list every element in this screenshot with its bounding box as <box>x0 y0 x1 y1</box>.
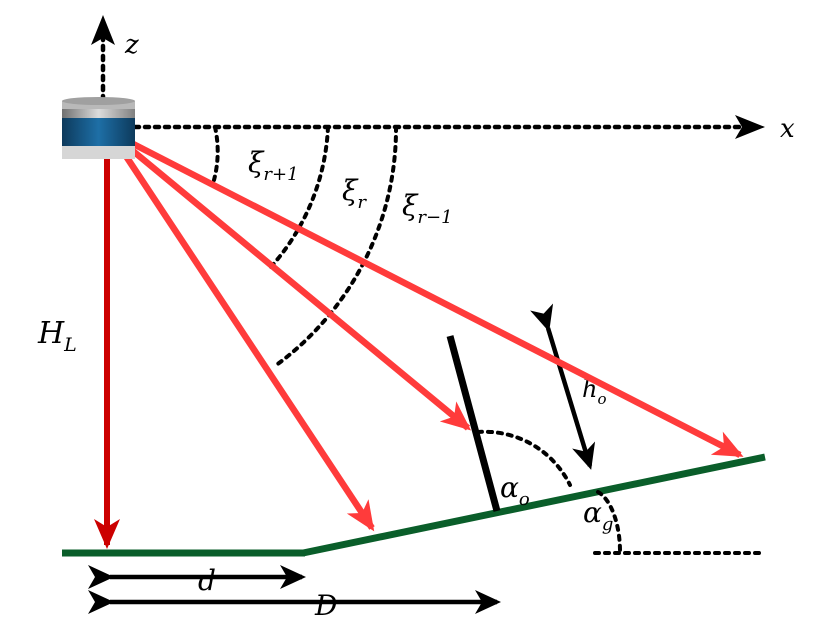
object-height-arrow <box>530 303 596 470</box>
ground-inclined <box>302 453 766 557</box>
alpha-o-label: αo <box>500 471 530 510</box>
angle-arc-alpha-o <box>476 429 572 487</box>
xi-r-label: ξr <box>342 174 367 213</box>
distance-d-label: d <box>198 564 216 597</box>
distance-D-label: D <box>314 589 337 622</box>
angle-arc-xi-r <box>268 125 330 270</box>
x-axis-arrowhead <box>735 115 765 139</box>
z-axis-label: z <box>124 30 139 60</box>
angle-arc-alpha-g <box>596 490 623 555</box>
lidar-sensor-icon <box>62 97 135 159</box>
laser-ray-3 <box>108 129 744 458</box>
laser-ray-2 <box>107 129 472 431</box>
alpha-g-label: αg <box>583 496 613 535</box>
z-axis-arrowhead <box>91 15 115 45</box>
object <box>446 335 501 512</box>
lidar-height-label: HL <box>37 316 77 356</box>
x-axis-label: x <box>780 114 795 144</box>
angle-arc-xi-r-plus-1 <box>212 125 220 182</box>
xi-r-minus-1-label: ξr−1 <box>402 189 453 228</box>
xi-r-plus-1-label: ξr+1 <box>248 146 299 185</box>
laser-ray-1 <box>107 130 375 532</box>
